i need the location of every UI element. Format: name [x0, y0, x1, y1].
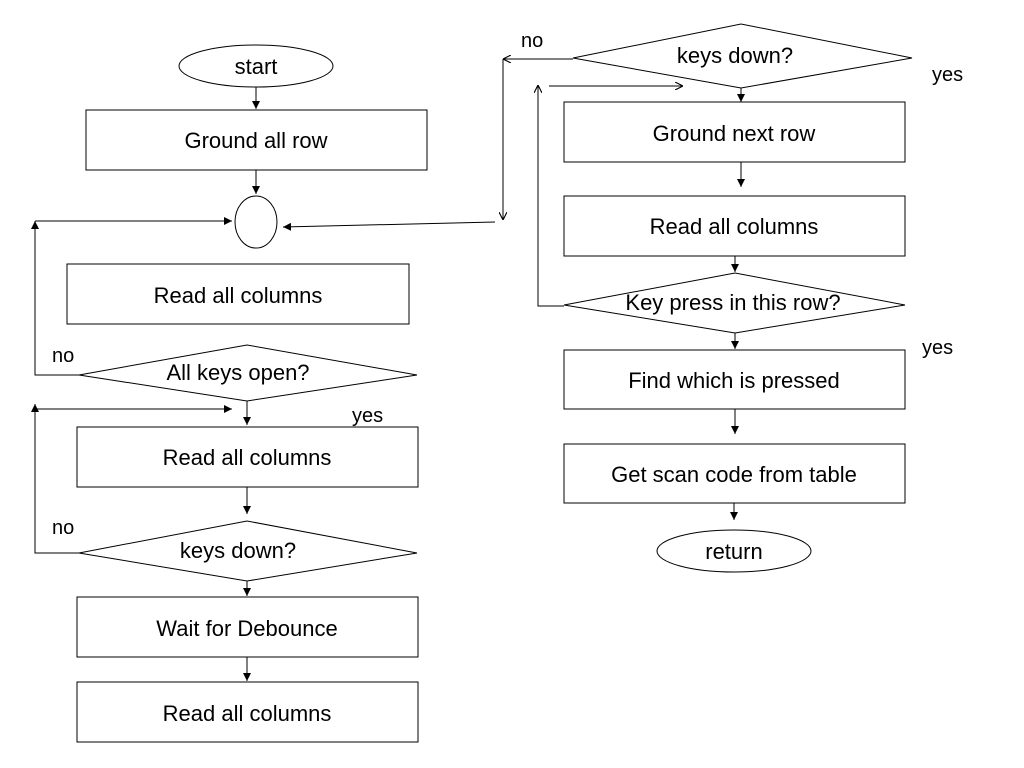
find-which-pressed-box: Find which is pressed [563, 349, 906, 410]
all-keys-open-label: All keys open? [166, 360, 309, 385]
key-press-yes-label: yes [922, 337, 953, 359]
all-keys-open-yes-label: yes [352, 405, 383, 427]
ground-all-row-box: Ground all row [85, 109, 428, 171]
get-scan-code-box: Get scan code from table [563, 443, 906, 504]
loop-keypress-no [538, 85, 564, 307]
arrow-into-connector-right [282, 221, 496, 231]
loop-keysdown-no [31, 404, 79, 554]
start-label: start [235, 54, 278, 79]
ground-next-row-label: Ground next row [653, 121, 816, 146]
keys-down-no-label-right: no [521, 30, 543, 52]
loop-no-to-top [31, 221, 79, 376]
ground-next-row-box: Ground next row [563, 101, 906, 163]
return-label: return [705, 539, 762, 564]
find-which-pressed-label: Find which is pressed [628, 368, 840, 393]
key-press-decision: Key press in this row? [563, 272, 906, 334]
return-terminal: return [656, 529, 812, 573]
read-all-columns-box-1: Read all columns [66, 263, 410, 325]
read-all-columns-label-3: Read all columns [163, 701, 332, 726]
key-press-label: Key press in this row? [625, 290, 840, 315]
read-all-columns-label-1: Read all columns [154, 283, 323, 308]
read-all-columns-box-2: Read all columns [76, 426, 419, 488]
start-terminal: start [178, 44, 334, 88]
get-scan-code-label: Get scan code from table [611, 462, 857, 487]
keys-down-yes-label-right: yes [932, 64, 963, 86]
all-keys-open-no-label: no [52, 345, 74, 367]
read-all-columns-box-right: Read all columns [563, 195, 906, 257]
keys-down-label-left: keys down? [180, 538, 296, 563]
read-all-columns-label-2: Read all columns [163, 445, 332, 470]
read-all-columns-box-3: Read all columns [76, 681, 419, 743]
keys-down-decision-left: keys down? [78, 520, 418, 582]
read-all-columns-label-right: Read all columns [650, 214, 819, 239]
keys-down-decision-right: keys down? [572, 23, 913, 89]
wait-for-debounce-box: Wait for Debounce [76, 596, 419, 658]
all-keys-open-decision: All keys open? [78, 344, 418, 402]
connector-circle [234, 195, 278, 249]
keys-down-no-label-left: no [52, 517, 74, 539]
wait-for-debounce-label: Wait for Debounce [156, 616, 337, 641]
ground-all-row-label: Ground all row [184, 128, 327, 153]
keys-down-label-right: keys down? [677, 43, 793, 68]
